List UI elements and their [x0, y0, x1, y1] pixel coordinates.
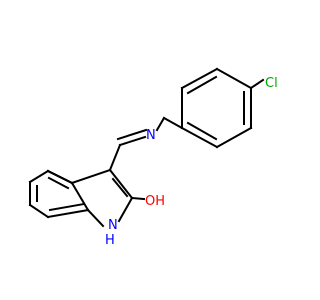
bond [117, 196, 134, 223]
bond [86, 208, 105, 228]
bond [155, 116, 166, 132]
bond [111, 177, 129, 198]
bond [118, 135, 147, 147]
bond [162, 116, 184, 130]
bond [108, 143, 122, 172]
bond [215, 67, 253, 90]
bond [186, 75, 218, 95]
bond [70, 168, 112, 185]
bond [70, 181, 90, 212]
bond [249, 78, 265, 90]
hydroxyl-label: OH [145, 194, 165, 209]
indole-nitrogen-label: N [108, 218, 118, 233]
bond [130, 196, 146, 201]
bond [186, 121, 218, 141]
bond [116, 128, 148, 141]
chlorine-atom-label: Cl [265, 76, 278, 91]
atom-labels: Cl N OH N H [105, 76, 278, 248]
bond [48, 202, 86, 212]
bond [180, 126, 219, 149]
imine-nitrogen-label: N [146, 128, 156, 143]
molecule-drawing: Cl N OH N H [28, 67, 278, 248]
bond [46, 208, 90, 219]
bond [180, 67, 219, 90]
indole-hydrogen-label: H [105, 233, 115, 248]
bond [47, 176, 70, 190]
bonds [28, 67, 265, 228]
bond [108, 168, 134, 200]
bond [28, 169, 50, 184]
structure-canvas: Cl N OH N H [28, 67, 278, 248]
bond [46, 169, 74, 185]
bond [215, 126, 253, 149]
bond [28, 203, 50, 219]
